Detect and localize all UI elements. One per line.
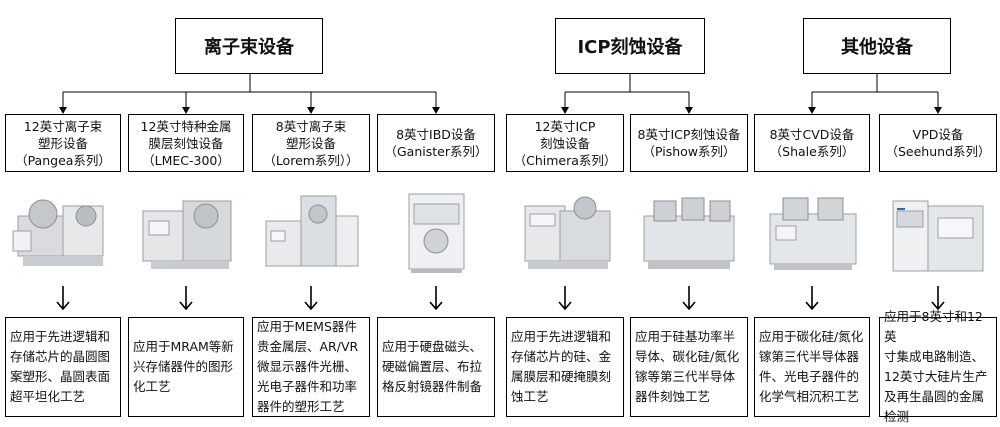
category-label: ICP刻蚀设备 <box>577 37 683 58</box>
description-text: 应用于碳化硅/氮化 镓第三代半导体器 件、光电子器件的 化学气相沉积工艺 <box>759 329 864 404</box>
arrow-down-icon <box>429 286 443 311</box>
category-label: 其他设备 <box>841 37 913 58</box>
description-text: 应用于先进逻辑和 存储芯片的硅、金 属膜层和硬掩膜刻 蚀工艺 <box>511 329 612 404</box>
pangea-machine-image <box>12 199 104 266</box>
category-other: 其他设备 <box>803 18 951 74</box>
description-text: 应用于先进逻辑和 存储芯片的晶圆图 案塑形、晶圆表面 超平坦化工艺 <box>10 329 111 404</box>
product-name-text: 12英寸ICP 刻蚀设备 （Chimera系列） <box>513 118 617 168</box>
shale-machine-image <box>769 197 857 270</box>
product-name-text: 8英寸IBD设备 （Ganister系列） <box>384 127 488 159</box>
arrow-down-icon <box>558 286 572 311</box>
description-ganister: 应用于硬盘磁头、 硬磁偏置层、布拉 格反射镜器件制备 <box>377 317 495 417</box>
product-name-ganister: 8英寸IBD设备 （Ganister系列） <box>377 114 495 172</box>
description-text: 应用于硬盘磁头、 硬磁偏置层、布拉 格反射镜器件制备 <box>382 339 483 394</box>
arrow-down-icon <box>682 286 696 311</box>
description-text: 应用于MEMS器件 贵金属层、AR/VR 微显示器件光栅、 光电子器件和功率 器… <box>257 319 359 414</box>
product-name-text: 8英寸CVD设备 （Shale系列） <box>769 127 855 159</box>
arrow-down-icon <box>931 286 945 311</box>
product-name-text: 8英寸ICP刻蚀设备 （Pishow系列） <box>637 127 741 159</box>
description-seehund: 应用于8英寸和12英 寸集成电路制造、 12英寸大硅片生产 及再生晶圆的金属 检… <box>879 309 997 424</box>
description-pishow: 应用于硅基功率半 导体、碳化硅/氮化 镓等第三代半导体 器件刻蚀工艺 <box>630 317 748 417</box>
arrow-down-icon <box>304 286 318 311</box>
category-label: 离子束设备 <box>204 37 294 58</box>
category-ion-beam: 离子束设备 <box>175 18 323 74</box>
description-text: 应用于硅基功率半 导体、碳化硅/氮化 镓等第三代半导体 器件刻蚀工艺 <box>635 329 740 404</box>
seehund-machine-image <box>892 200 984 272</box>
lorem-machine-image <box>265 195 359 267</box>
description-shale: 应用于碳化硅/氮化 镓第三代半导体器 件、光电子器件的 化学气相沉积工艺 <box>754 317 870 417</box>
product-name-lorem: 8英寸离子束 塑形设备 （Lorem系列）） <box>252 114 370 172</box>
product-name-text: 8英寸离子束 塑形设备 （Lorem系列）） <box>263 118 359 168</box>
pishow-machine-image <box>643 197 735 269</box>
chimera-machine-image <box>524 196 611 269</box>
arrow-down-icon <box>179 286 193 311</box>
product-name-shale: 8英寸CVD设备 （Shale系列） <box>754 114 870 172</box>
product-name-text: 12英寸特种金属 膜层刻蚀设备 （LMEC-300） <box>140 118 232 168</box>
arrow-down-icon <box>805 286 819 311</box>
product-name-pishow: 8英寸ICP刻蚀设备 （Pishow系列） <box>630 114 748 172</box>
product-name-chimera: 12英寸ICP 刻蚀设备 （Chimera系列） <box>506 114 624 172</box>
arrow-down-icon <box>56 286 70 311</box>
product-name-pangea: 12英寸离子束 塑形设备 （Pangea系列） <box>5 114 121 172</box>
lmec-machine-image <box>142 200 232 269</box>
description-pangea: 应用于先进逻辑和 存储芯片的晶圆图 案塑形、晶圆表面 超平坦化工艺 <box>5 317 121 417</box>
product-name-text: 12英寸离子束 塑形设备 （Pangea系列） <box>15 118 111 168</box>
category-icp-etch: ICP刻蚀设备 <box>555 18 705 74</box>
product-name-text: VPD设备 （Seehund系列） <box>885 127 991 159</box>
ganister-machine-image <box>408 193 465 273</box>
description-chimera: 应用于先进逻辑和 存储芯片的硅、金 属膜层和硬掩膜刻 蚀工艺 <box>506 317 624 417</box>
description-text: 应用于8英寸和12英 寸集成电路制造、 12英寸大硅片生产 及再生晶圆的金属 检… <box>884 309 988 424</box>
description-lmec: 应用于MRAM等新 兴存储器件的图形 化工艺 <box>128 317 244 417</box>
product-name-seehund: VPD设备 （Seehund系列） <box>879 114 997 172</box>
description-lorem: 应用于MEMS器件 贵金属层、AR/VR 微显示器件光栅、 光电子器件和功率 器… <box>252 317 370 417</box>
product-name-lmec: 12英寸特种金属 膜层刻蚀设备 （LMEC-300） <box>128 114 244 172</box>
description-text: 应用于MRAM等新 兴存储器件的图形 化工艺 <box>133 339 234 394</box>
